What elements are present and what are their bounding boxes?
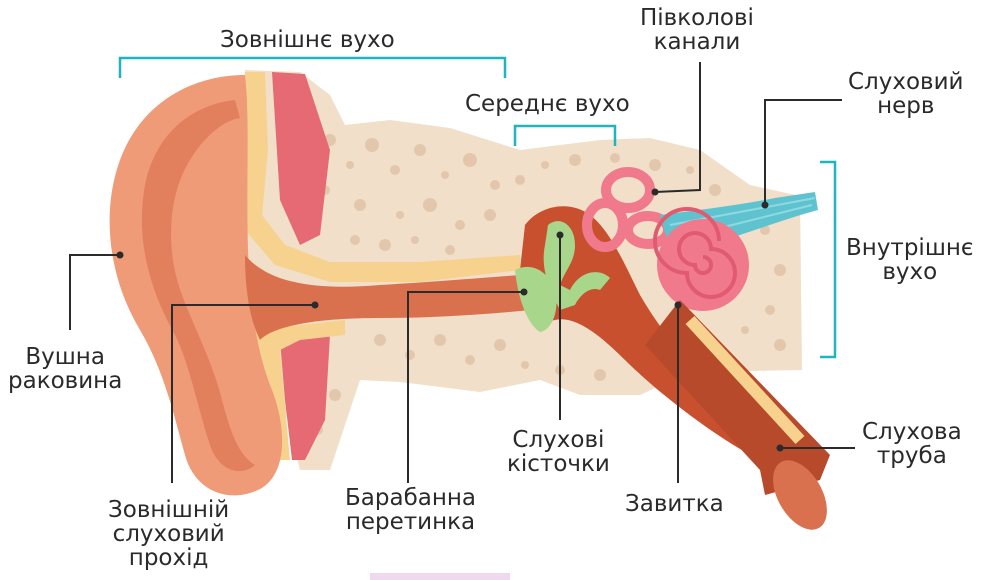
label-cochlea: Завитка bbox=[625, 492, 724, 516]
label-line: Вушна bbox=[8, 345, 122, 369]
label-line: вухо bbox=[846, 260, 974, 284]
bottom-placeholder-box bbox=[370, 573, 510, 580]
leader-nerve bbox=[765, 100, 842, 205]
inner-ear-bracket bbox=[820, 162, 835, 357]
label-semicircular-canals: Півколові канали bbox=[640, 6, 754, 54]
label-line: Слухова bbox=[862, 420, 962, 444]
label-line: раковина bbox=[8, 369, 122, 393]
label-line: прохід bbox=[108, 546, 229, 570]
label-inner-ear: Внутрішнє вухо bbox=[846, 236, 974, 284]
label-outer-ear: Зовнішнє вухо bbox=[220, 28, 395, 52]
label-line: Внутрішнє bbox=[846, 236, 974, 260]
outer-ear-bracket bbox=[120, 58, 505, 78]
label-line: Півколові bbox=[640, 6, 754, 30]
label-line: слуховий bbox=[108, 522, 229, 546]
label-middle-ear: Середнє вухо bbox=[465, 92, 630, 116]
label-eustachian-tube: Слухова труба bbox=[862, 420, 962, 468]
label-middle-ear-text: Середнє вухо bbox=[465, 92, 630, 116]
label-ear-canal: Зовнішній слуховий прохід bbox=[108, 498, 229, 570]
label-line: нерв bbox=[848, 94, 964, 118]
label-line: кісточки bbox=[507, 452, 610, 476]
label-line: канали bbox=[640, 30, 754, 54]
label-ossicles: Слухові кісточки bbox=[507, 428, 610, 476]
label-line: Слуховий bbox=[848, 70, 964, 94]
label-line: труба bbox=[862, 444, 962, 468]
label-line: Зовнішній bbox=[108, 498, 229, 522]
label-cochlea-text: Завитка bbox=[625, 492, 724, 516]
label-line: перетинка bbox=[345, 510, 476, 534]
leader-auricle bbox=[70, 255, 120, 330]
label-outer-ear-text: Зовнішнє вухо bbox=[220, 28, 395, 52]
label-line: Слухові bbox=[507, 428, 610, 452]
label-line: Барабанна bbox=[345, 486, 476, 510]
label-auditory-nerve: Слуховий нерв bbox=[848, 70, 964, 118]
label-auricle: Вушна раковина bbox=[8, 345, 122, 393]
label-eardrum: Барабанна перетинка bbox=[345, 486, 476, 534]
